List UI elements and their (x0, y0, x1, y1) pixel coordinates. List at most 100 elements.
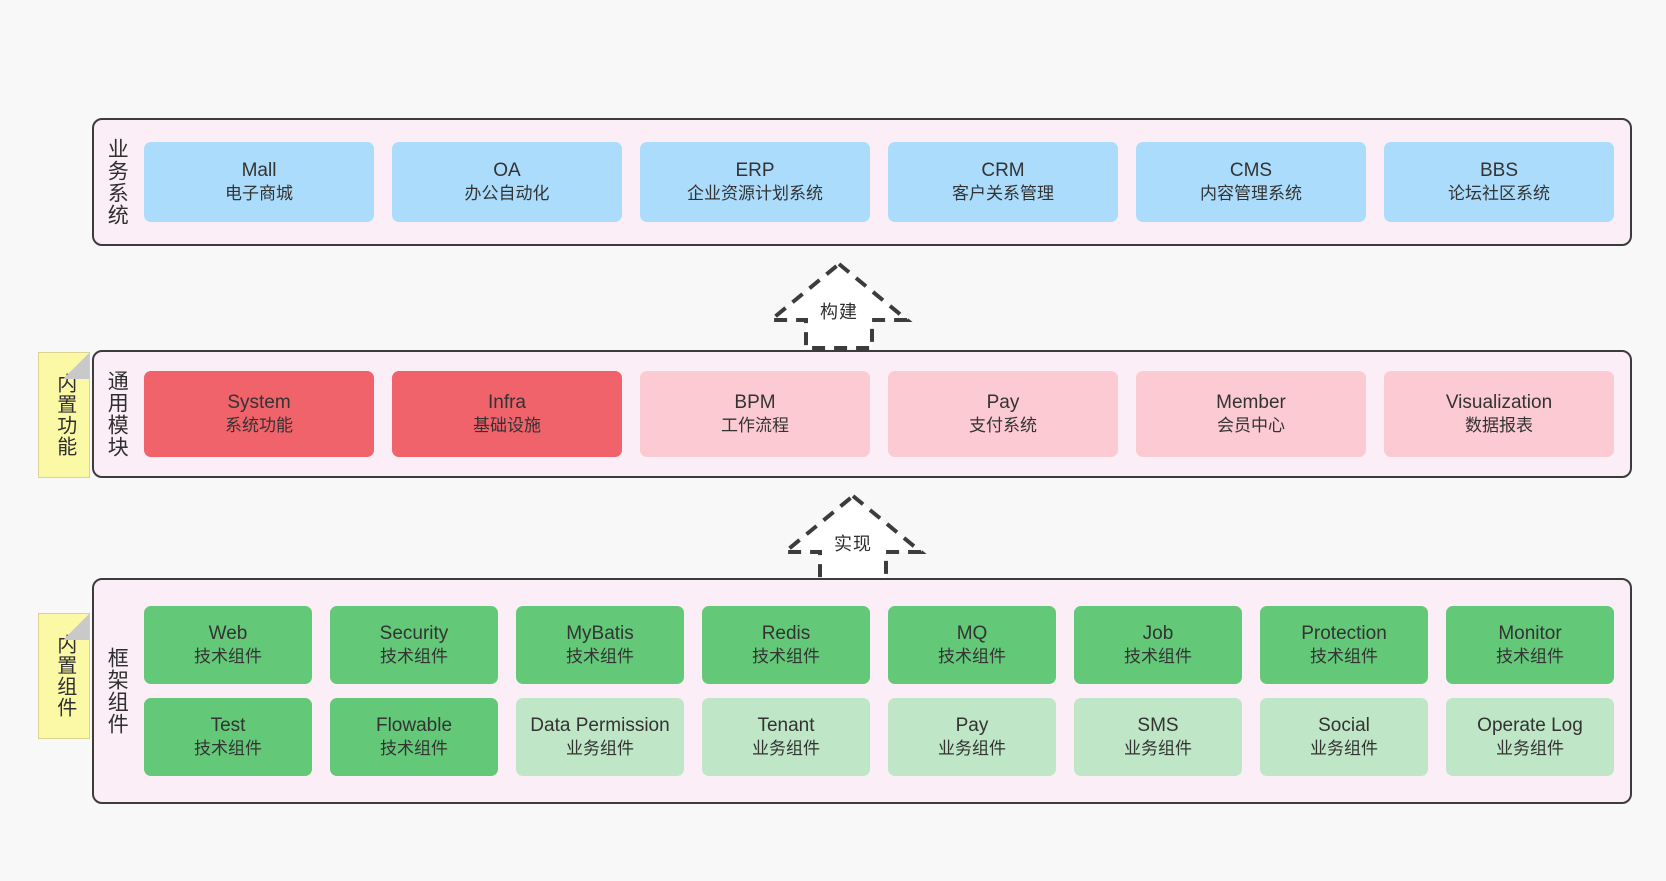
card-title: Pay (955, 714, 989, 736)
card-title: MQ (956, 622, 988, 644)
card-visualization[interactable]: Visualization 数据报表 (1384, 371, 1614, 457)
layer-title-framework-components: 框架组件 (105, 647, 129, 735)
card-social[interactable]: Social 业务组件 (1260, 698, 1428, 776)
card-subtitle: 电子商城 (225, 184, 293, 204)
card-subtitle: 技术组件 (752, 647, 820, 667)
note-label: 内置功能 (53, 373, 76, 457)
card-title: BPM (734, 391, 776, 413)
card-cms[interactable]: CMS 内容管理系统 (1136, 142, 1366, 222)
card-title: Redis (761, 622, 811, 644)
card-subtitle: 技术组件 (380, 739, 448, 759)
card-system[interactable]: System 系统功能 (144, 371, 374, 457)
card-title: CRM (981, 159, 1025, 181)
business-systems-row: Mall 电子商城 OA 办公自动化 ERP 企业资源计划系统 CRM 客户关系… (144, 142, 1614, 222)
layer-business-systems: 业务系统 Mall 电子商城 OA 办公自动化 ERP 企业资源计划系统 CRM… (92, 118, 1632, 246)
note-builtin-features: 内置功能 (38, 352, 90, 478)
card-title: BBS (1479, 159, 1519, 181)
card-title: MyBatis (566, 622, 634, 644)
card-title: Infra (487, 391, 527, 413)
card-crm[interactable]: CRM 客户关系管理 (888, 142, 1118, 222)
card-subtitle: 基础设施 (473, 416, 541, 436)
card-title: Flowable (375, 714, 453, 736)
card-tenant[interactable]: Tenant 业务组件 (702, 698, 870, 776)
card-mq[interactable]: MQ 技术组件 (888, 606, 1056, 684)
card-bbs[interactable]: BBS 论坛社区系统 (1384, 142, 1614, 222)
build-arrow: 构建 (764, 258, 914, 354)
layer-title-business-systems: 业务系统 (105, 138, 129, 226)
card-mall[interactable]: Mall 电子商城 (144, 142, 374, 222)
card-title: Member (1216, 391, 1286, 413)
card-erp[interactable]: ERP 企业资源计划系统 (640, 142, 870, 222)
card-subtitle: 系统功能 (225, 416, 293, 436)
card-subtitle: 技术组件 (194, 647, 262, 667)
card-subtitle: 技术组件 (194, 739, 262, 759)
card-job[interactable]: Job 技术组件 (1074, 606, 1242, 684)
layer-framework-components: 框架组件 Web 技术组件 Security 技术组件 MyBatis 技术组件… (92, 578, 1632, 804)
card-bpm[interactable]: BPM 工作流程 (640, 371, 870, 457)
card-infra[interactable]: Infra 基础设施 (392, 371, 622, 457)
layer-body-framework-components: Web 技术组件 Security 技术组件 MyBatis 技术组件 Redi… (138, 580, 1630, 802)
build-arrow-label: 构建 (820, 302, 858, 322)
card-subtitle: 技术组件 (938, 647, 1006, 667)
common-modules-row: System 系统功能 Infra 基础设施 BPM 工作流程 Pay 支付系统… (144, 371, 1614, 457)
card-subtitle: 技术组件 (1310, 647, 1378, 667)
card-title: System (227, 391, 291, 413)
card-title: Visualization (1445, 391, 1553, 413)
card-test[interactable]: Test 技术组件 (144, 698, 312, 776)
layer-common-modules: 通用模块 System 系统功能 Infra 基础设施 BPM 工作流程 Pay… (92, 350, 1632, 478)
layer-body-business-systems: Mall 电子商城 OA 办公自动化 ERP 企业资源计划系统 CRM 客户关系… (138, 120, 1630, 244)
card-subtitle: 企业资源计划系统 (687, 184, 823, 204)
card-redis[interactable]: Redis 技术组件 (702, 606, 870, 684)
card-subtitle: 办公自动化 (464, 184, 550, 204)
card-protection[interactable]: Protection 技术组件 (1260, 606, 1428, 684)
card-subtitle: 数据报表 (1465, 416, 1533, 436)
card-title: OA (493, 159, 521, 181)
card-operate-log[interactable]: Operate Log 业务组件 (1446, 698, 1614, 776)
implement-arrow-label: 实现 (834, 534, 872, 554)
card-pay-component[interactable]: Pay 业务组件 (888, 698, 1056, 776)
note-builtin-components: 内置组件 (38, 613, 90, 739)
card-subtitle: 业务组件 (938, 739, 1006, 759)
card-title: Web (208, 622, 248, 644)
card-title: Tenant (757, 714, 815, 736)
framework-components-row-2: Test 技术组件 Flowable 技术组件 Data Permission … (144, 698, 1614, 776)
card-data-permission[interactable]: Data Permission 业务组件 (516, 698, 684, 776)
card-subtitle: 会员中心 (1217, 416, 1285, 436)
card-subtitle: 技术组件 (1124, 647, 1192, 667)
card-title: Social (1318, 714, 1370, 736)
card-title: ERP (735, 159, 775, 181)
card-title: Security (379, 622, 449, 644)
card-title: Mall (241, 159, 277, 181)
card-subtitle: 内容管理系统 (1200, 184, 1302, 204)
implement-arrow: 实现 (778, 490, 928, 586)
note-label: 内置组件 (53, 634, 76, 718)
card-mybatis[interactable]: MyBatis 技术组件 (516, 606, 684, 684)
framework-components-row-1: Web 技术组件 Security 技术组件 MyBatis 技术组件 Redi… (144, 606, 1614, 684)
card-security[interactable]: Security 技术组件 (330, 606, 498, 684)
card-monitor[interactable]: Monitor 技术组件 (1446, 606, 1614, 684)
card-subtitle: 技术组件 (1496, 647, 1564, 667)
card-title: SMS (1137, 714, 1179, 736)
card-pay-module[interactable]: Pay 支付系统 (888, 371, 1118, 457)
card-web[interactable]: Web 技术组件 (144, 606, 312, 684)
card-subtitle: 业务组件 (1496, 739, 1564, 759)
card-title: Test (210, 714, 246, 736)
card-flowable[interactable]: Flowable 技术组件 (330, 698, 498, 776)
card-oa[interactable]: OA 办公自动化 (392, 142, 622, 222)
card-subtitle: 论坛社区系统 (1448, 184, 1550, 204)
card-title: Data Permission (530, 714, 670, 736)
card-title: CMS (1229, 159, 1273, 181)
card-subtitle: 业务组件 (566, 739, 634, 759)
card-member[interactable]: Member 会员中心 (1136, 371, 1366, 457)
card-subtitle: 业务组件 (1124, 739, 1192, 759)
card-sms[interactable]: SMS 业务组件 (1074, 698, 1242, 776)
layer-title-common-modules: 通用模块 (105, 370, 129, 458)
card-subtitle: 业务组件 (752, 739, 820, 759)
card-subtitle: 业务组件 (1310, 739, 1378, 759)
card-subtitle: 支付系统 (969, 416, 1037, 436)
card-subtitle: 技术组件 (380, 647, 448, 667)
layer-body-common-modules: System 系统功能 Infra 基础设施 BPM 工作流程 Pay 支付系统… (138, 352, 1630, 476)
card-subtitle: 客户关系管理 (952, 184, 1054, 204)
card-subtitle: 工作流程 (721, 416, 789, 436)
